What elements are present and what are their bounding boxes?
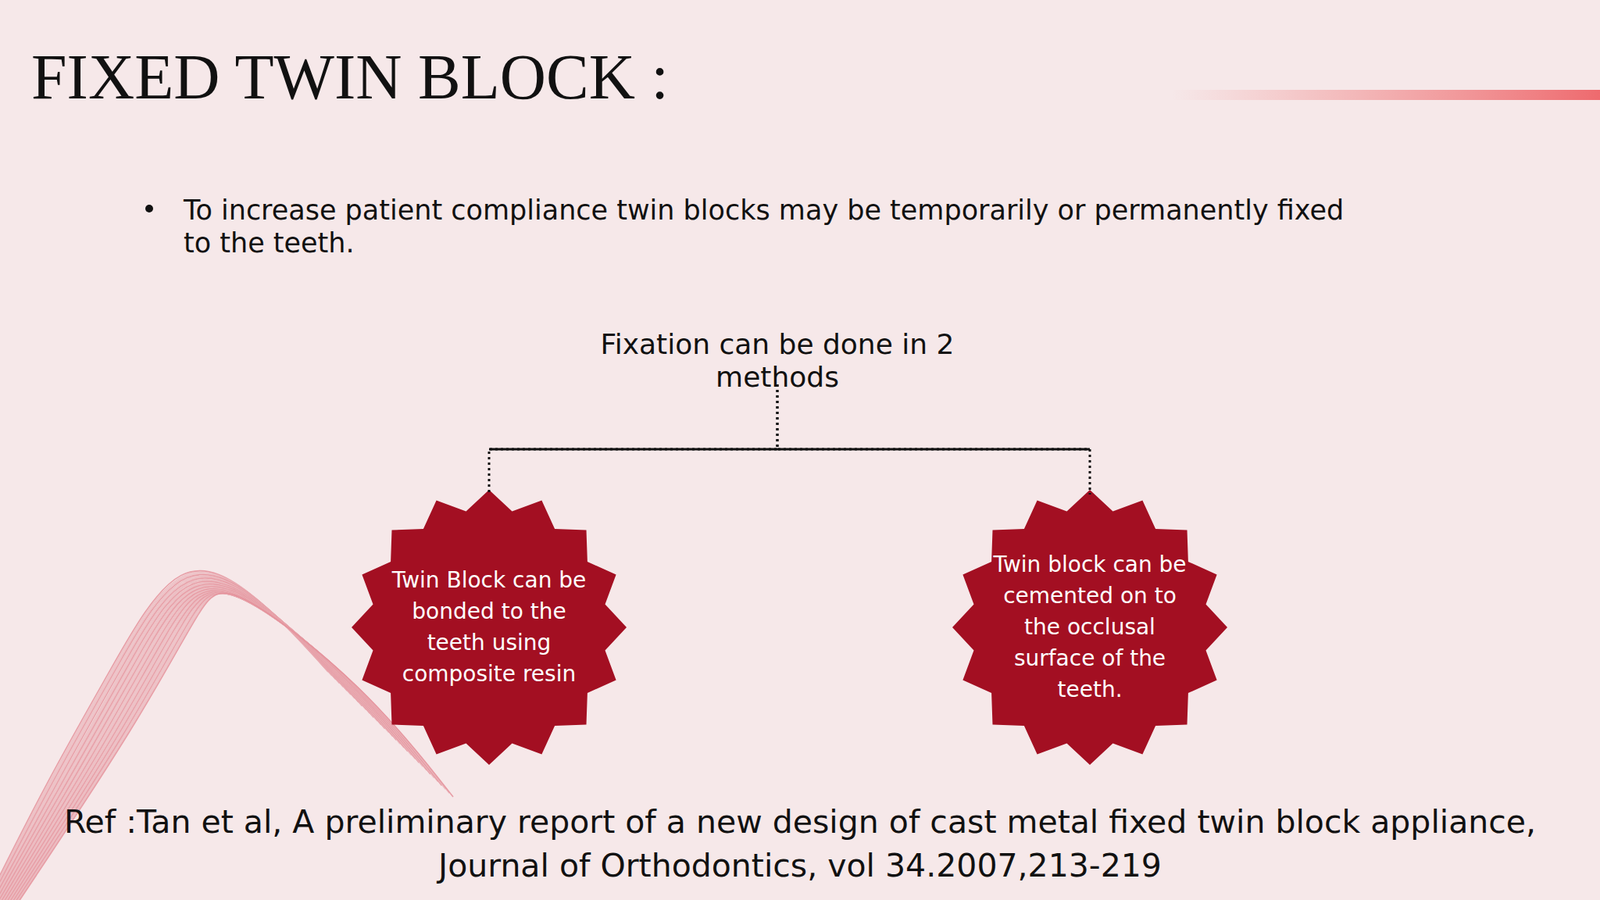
wave-line (6, 591, 416, 900)
tree-connector (489, 384, 778, 495)
node-text: Twin block can be cemented on to the occ… (992, 549, 1188, 706)
wave-line (2, 589, 400, 900)
bracket-bar (489, 448, 1090, 451)
wave-line (0, 585, 378, 900)
wave-line (0, 587, 390, 900)
wave-line (0, 585, 382, 900)
wave-line (3, 590, 408, 900)
bullet-point: To increase patient compliance twin bloc… (183, 193, 1356, 260)
wave-line (7, 592, 419, 900)
method-starburst: Twin block can be cemented on to the occ… (952, 489, 1228, 765)
wave-line (7, 592, 423, 900)
bullet-dot (145, 204, 154, 213)
wave-line (1, 589, 397, 900)
wave-line (0, 586, 386, 900)
starburst-fill (952, 489, 1228, 765)
text-holder: Twin Block can be bonded to the teeth us… (351, 489, 627, 765)
starburst-shape (351, 489, 627, 765)
wave-line (5, 591, 412, 900)
wave-line (3, 589, 404, 900)
wave-line (0, 588, 393, 900)
node-text: Twin Block can be bonded to the teeth us… (391, 564, 587, 690)
text-holder: Twin block can be cemented on to the occ… (952, 489, 1228, 765)
heading-node: Fixation can be done in 2 methods (582, 328, 973, 394)
tree-connector (777, 384, 1090, 495)
wave-line (0, 580, 359, 900)
starburst-fill (351, 489, 627, 765)
slide-title: FIXED TWIN BLOCK : (31, 45, 669, 110)
reference-note: Ref :Tan et al, A preliminary report of … (4, 800, 1596, 888)
method-starburst: Twin Block can be bonded to the teeth us… (351, 489, 627, 765)
node-text: Fixation can be done in 2 methods (582, 328, 973, 394)
accent-bar (1171, 89, 1600, 100)
